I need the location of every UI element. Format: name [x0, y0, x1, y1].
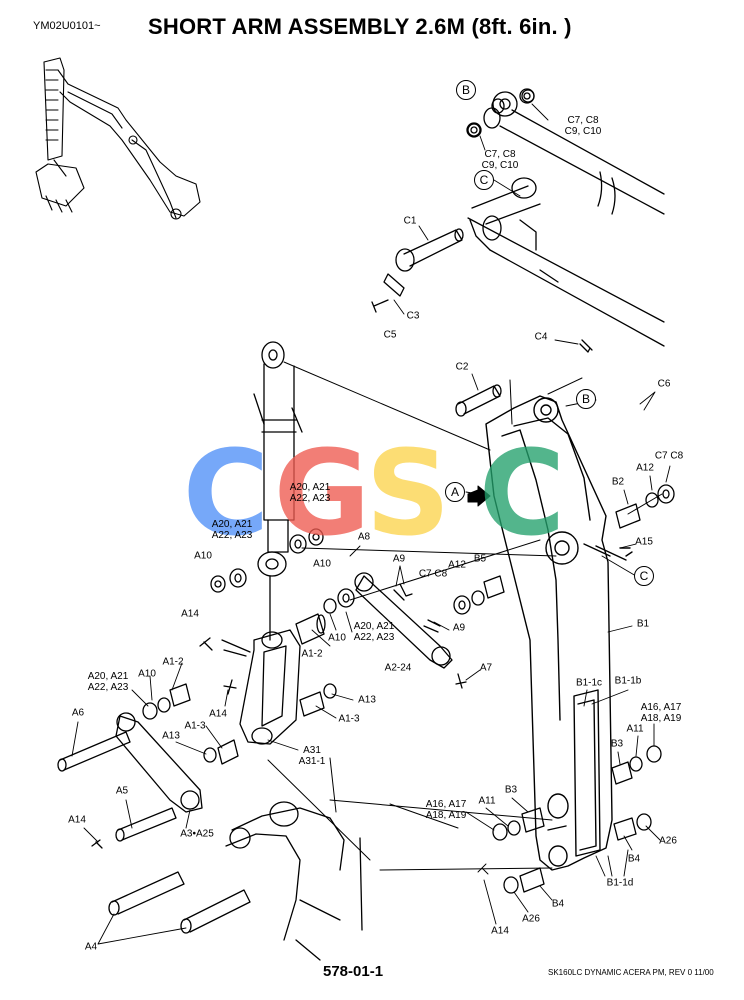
leader-lines [71, 103, 671, 945]
link-a2 [354, 572, 467, 689]
part-label-a10-lower-left: A10 [138, 668, 156, 680]
part-label-a8: A8 [357, 531, 371, 543]
part-label-b4-right: B4 [627, 853, 641, 865]
part-label-a10-upper: A10 [194, 550, 212, 562]
part-label-a13-left: A13 [162, 730, 180, 742]
page-number: 578-01-1 [323, 963, 384, 980]
part-label-a1-3-left: A1-3 [184, 720, 206, 732]
callout-a-arrow [467, 485, 491, 507]
part-label-a7: A7 [479, 662, 493, 674]
boom-structure [467, 89, 665, 347]
callout-b-top: B [456, 80, 476, 100]
part-label-a20-a23-right: A20, A21 A22, A23 [353, 621, 395, 643]
part-label-a10-lower: A10 [328, 632, 346, 644]
part-label-c2: C2 [455, 361, 469, 373]
part-label-b1-1c: B1-1c [575, 677, 603, 689]
part-label-b1-1b: B1-1b [614, 675, 642, 687]
part-label-b3-right: B3 [610, 738, 624, 750]
part-label-a10-center: A10 [313, 558, 331, 570]
part-label-c7-c8-mid: C7 C8 [418, 568, 448, 580]
callout-c-right: C [634, 566, 654, 586]
part-label-c3: C3 [406, 310, 420, 322]
part-label-a14-top: A14 [181, 608, 199, 620]
part-label-c7-c8-right: C7 C8 [654, 450, 684, 462]
part-label-a12-mid: A12 [448, 559, 466, 571]
part-label-b3-lower: B3 [504, 784, 518, 796]
arm-location-thumbnail [35, 57, 201, 220]
part-label-a15: A15 [635, 536, 653, 548]
part-label-c6: C6 [657, 378, 671, 390]
washers-and-bushings [142, 88, 675, 894]
assembly-guide-lines [267, 361, 663, 871]
document-code: YM02U0101~ [33, 20, 101, 32]
part-label-c7-c8-c9-c10-lower: C7, C8 C9, C10 [481, 149, 519, 171]
part-label-b4-lower: B4 [551, 898, 565, 910]
part-label-a14-bottom: A14 [491, 925, 509, 937]
callout-c-top: C [474, 170, 494, 190]
part-label-c1: C1 [403, 215, 417, 227]
part-label-a14-lower-left: A14 [68, 814, 86, 826]
part-label-c5: C5 [383, 329, 397, 341]
part-label-a20-a23-lower-left: A20, A21 A22, A23 [87, 671, 129, 693]
link-a3 [57, 712, 203, 849]
part-label-a11-lower: A11 [478, 795, 496, 807]
part-label-a1-2-lower: A1-2 [301, 648, 323, 660]
part-label-a26-right: A26 [659, 835, 677, 847]
part-label-b1: B1 [636, 618, 650, 630]
part-label-a20-a23-left: A20, A21 A22, A23 [211, 519, 253, 541]
part-label-b2: B2 [611, 476, 625, 488]
part-label-a5: A5 [115, 785, 129, 797]
pin-group-c [371, 228, 593, 417]
part-label-c4: C4 [534, 331, 548, 343]
part-label-a20-a23-upper: A20, A21 A22, A23 [289, 482, 331, 504]
bucket-cylinder [253, 341, 303, 641]
part-label-a12-right: A12 [636, 462, 654, 474]
part-label-a26-lower: A26 [522, 913, 540, 925]
callout-b-right: B [576, 389, 596, 409]
part-label-a14-mid: A14 [209, 708, 227, 720]
arm-body [485, 395, 633, 871]
part-label-b1-1d: B1-1d [606, 877, 634, 889]
part-label-a2-24: A2-24 [384, 662, 412, 674]
part-label-a9-upper: A9 [392, 553, 406, 565]
model-revision-note: SK160LC DYNAMIC ACERA PM, REV 0 11/00 [548, 968, 714, 977]
part-label-a1-2-upper: A1-2 [162, 656, 184, 668]
part-label-a16-a19-lower: A16, A17 A18, A19 [425, 799, 467, 821]
part-label-b5: B5 [473, 553, 487, 565]
part-label-a9-lower: A9 [452, 622, 466, 634]
bucket-bracket [108, 801, 363, 961]
part-label-a1-3-right: A1-3 [338, 713, 360, 725]
part-label-a4: A4 [84, 941, 98, 953]
part-label-a16-a19-right: A16, A17 A18, A19 [640, 702, 682, 724]
part-label-c7-c8-c9-c10-upper: C7, C8 C9, C10 [564, 115, 602, 137]
part-label-a3-a25: A3•A25 [180, 828, 214, 840]
part-label-a6: A6 [71, 707, 85, 719]
callout-a: A [445, 482, 465, 502]
part-label-a13-right: A13 [358, 694, 376, 706]
page-title: SHORT ARM ASSEMBLY 2.6M (8ft. 6in. ) [148, 14, 572, 39]
idler-link-a31 [199, 629, 301, 745]
part-label-a31: A31 A31-1 [298, 745, 326, 767]
part-label-a11-right: A11 [626, 723, 644, 735]
